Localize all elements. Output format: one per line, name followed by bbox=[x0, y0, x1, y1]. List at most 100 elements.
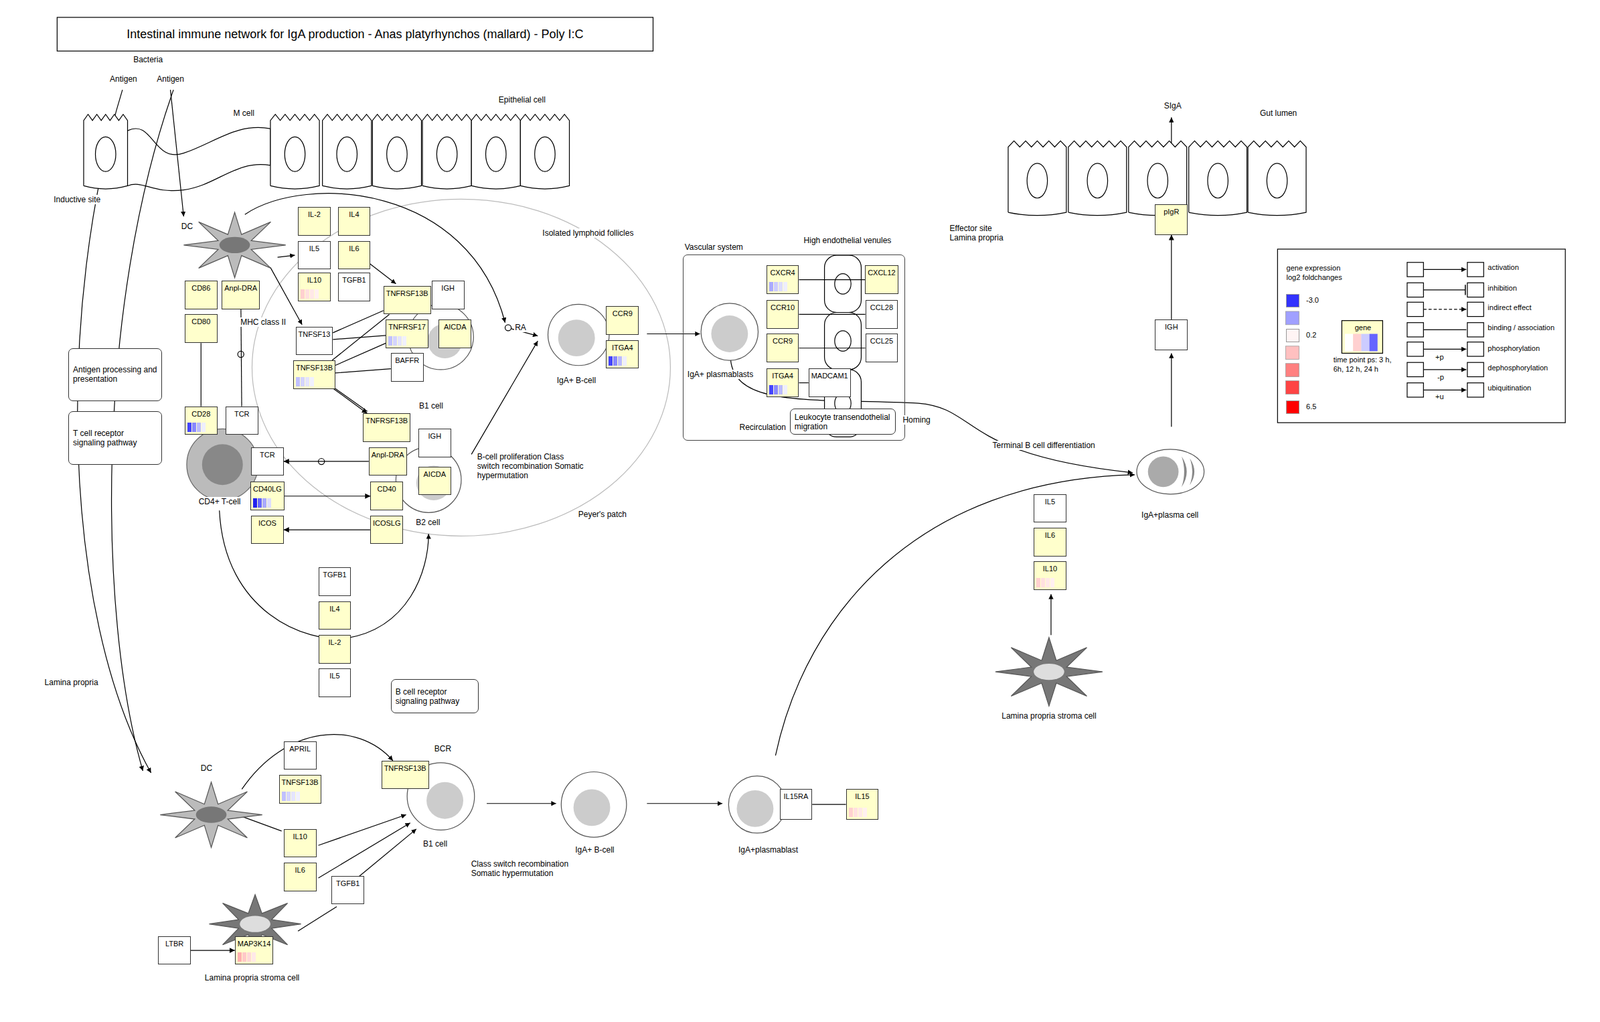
legend-text: 6.5 bbox=[1306, 402, 1317, 412]
connector bbox=[334, 388, 368, 414]
text-label: B1 cell bbox=[422, 838, 448, 849]
expression-bar bbox=[388, 336, 393, 346]
text-label: SIgA bbox=[1163, 101, 1183, 111]
node-text: CD40 bbox=[377, 484, 397, 494]
expression-bar bbox=[783, 384, 788, 395]
gene-box: IL10 bbox=[283, 828, 317, 858]
illustration-rect bbox=[1407, 301, 1424, 316]
expression-bar bbox=[295, 791, 300, 801]
expression-bar bbox=[617, 356, 622, 366]
node-text: IL6 bbox=[1045, 530, 1056, 540]
illustration-line bbox=[1464, 284, 1467, 295]
expression-bar bbox=[769, 281, 774, 292]
expression-bar bbox=[858, 807, 863, 817]
node-text: MADCAM1 bbox=[811, 371, 849, 381]
illustration-circle bbox=[416, 465, 452, 501]
connector bbox=[200, 342, 202, 407]
connector bbox=[284, 495, 371, 497]
expression-bar bbox=[286, 791, 291, 801]
legend-text: -3.0 bbox=[1306, 295, 1319, 305]
gene-box: APRIL bbox=[283, 741, 317, 770]
illustration-circle bbox=[202, 443, 244, 485]
node-text: TGFB1 bbox=[336, 878, 360, 888]
text-label: Antigen bbox=[155, 74, 185, 84]
node-text: CCL28 bbox=[870, 303, 894, 312]
illustration-ellipse bbox=[386, 136, 408, 172]
gene-box: CCL28 bbox=[865, 299, 899, 329]
node-text: B cell receptor signaling pathway bbox=[395, 686, 474, 706]
text-label: IgA+ B-cell bbox=[556, 375, 597, 385]
expression-bar bbox=[187, 422, 192, 432]
node-text: Vascular system bbox=[684, 243, 744, 252]
gene-box: TNFRSF13B bbox=[362, 413, 411, 442]
illustration-rect bbox=[1407, 322, 1424, 337]
node-text: IL4 bbox=[348, 210, 359, 219]
node-text: MAP3K14 bbox=[237, 939, 272, 948]
illustration-ellipse bbox=[219, 236, 251, 254]
expression-bar bbox=[309, 376, 314, 387]
gene-box: IL5 bbox=[318, 668, 352, 697]
gene-box: Anpl-DRA bbox=[368, 447, 408, 476]
node-text: AICDA bbox=[423, 469, 446, 479]
illustration-circle bbox=[237, 350, 244, 357]
expression-bar bbox=[1045, 577, 1050, 588]
illustration-rect bbox=[56, 17, 653, 51]
text-label: BCR bbox=[433, 743, 452, 754]
gene-box: CXCL12 bbox=[864, 265, 899, 294]
expression-bar bbox=[281, 791, 286, 801]
illustration-ellipse bbox=[1087, 163, 1108, 199]
gene-box: CCR9 bbox=[605, 305, 639, 335]
illustration-circle bbox=[561, 771, 627, 838]
node-text: IL10 bbox=[292, 832, 307, 841]
illustration-line bbox=[1423, 308, 1467, 310]
connector bbox=[1170, 234, 1172, 320]
gene-box: TNFRSF13B bbox=[381, 760, 430, 790]
expression-bar bbox=[242, 951, 247, 962]
text-label: B1 cell bbox=[418, 401, 444, 411]
node-text: IL15RA bbox=[783, 791, 809, 801]
illustration-path bbox=[471, 340, 538, 454]
illustration-ellipse bbox=[1207, 163, 1228, 199]
expression-bar bbox=[773, 384, 778, 395]
node-text: IGH bbox=[428, 431, 442, 441]
expression-bar bbox=[291, 791, 296, 801]
text-label: gene expression log2 foldchanges bbox=[1286, 263, 1355, 282]
node-text: IL6 bbox=[294, 865, 305, 875]
illustration-line bbox=[1423, 329, 1467, 331]
node-text: Anpl-DRA bbox=[371, 450, 405, 460]
legend-text: inhibition bbox=[1487, 283, 1517, 293]
illustration-ellipse bbox=[1026, 163, 1048, 199]
node-text: TNFRSF17 bbox=[388, 322, 426, 332]
connector bbox=[812, 803, 846, 805]
illustration-rect bbox=[1369, 334, 1378, 352]
gene-box: IL6 bbox=[283, 862, 317, 892]
illustration-line bbox=[1423, 348, 1467, 350]
illustration-path bbox=[270, 114, 320, 189]
node-text: AICDA bbox=[443, 322, 467, 332]
node-text: CXCR4 bbox=[769, 268, 795, 278]
gene-box: TNFSF13 bbox=[295, 326, 334, 356]
illustration-path bbox=[1068, 140, 1127, 215]
node-text: ITGA4 bbox=[771, 371, 794, 381]
gene-box: Anpl-DRA bbox=[221, 280, 260, 310]
node-text: ICOSLG bbox=[372, 518, 402, 528]
illustration-ellipse bbox=[1136, 449, 1205, 495]
illustration-rect bbox=[1286, 380, 1300, 395]
illustration-rect bbox=[824, 255, 862, 312]
expression-bar bbox=[295, 376, 300, 387]
node-text: TNFSF13B bbox=[281, 777, 319, 787]
illustration-rect bbox=[1467, 362, 1484, 377]
expression-bar bbox=[196, 422, 201, 432]
illustration-path bbox=[219, 510, 429, 638]
illustration-circle bbox=[736, 789, 774, 827]
illustration-path bbox=[646, 333, 700, 335]
illustration-rect bbox=[1361, 334, 1370, 352]
text-label: Homing bbox=[901, 415, 931, 425]
gene-box: pIgR bbox=[1154, 204, 1188, 235]
text-label: Bacteria bbox=[132, 54, 164, 65]
gene-box: TNFSF13B bbox=[279, 774, 322, 804]
illustration-path bbox=[170, 89, 185, 217]
illustration-circle bbox=[700, 303, 758, 361]
connector bbox=[283, 460, 369, 462]
gene-box: IL15RA bbox=[779, 788, 813, 820]
